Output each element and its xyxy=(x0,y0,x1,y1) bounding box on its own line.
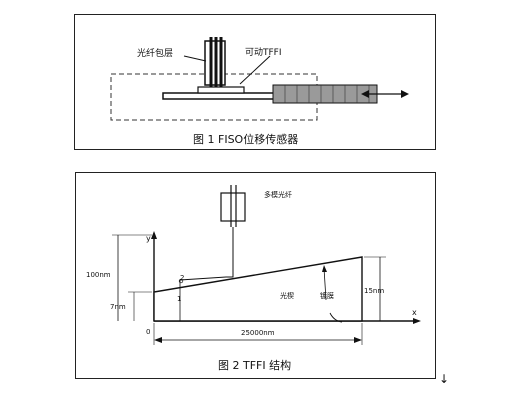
angle-arc xyxy=(329,312,343,323)
tffi-leader xyxy=(239,55,271,85)
dim-right-label: 15nm xyxy=(364,287,384,295)
figure-1-panel: 光纤包层 可动TFFI 图 1 FISO位移传感器 xyxy=(74,14,436,150)
figure-2-caption: 图 2 TFFI 结构 xyxy=(218,359,292,372)
marker-2-label: 2 xyxy=(180,274,184,282)
film-leader xyxy=(323,267,327,301)
label-multimode-fiber: 多模光纤 xyxy=(264,190,292,199)
dim-length-arrow-right xyxy=(354,337,362,343)
fiber-connector xyxy=(220,192,246,222)
arrowhead-right xyxy=(401,90,409,98)
label-film: 镀膜 xyxy=(320,291,334,300)
figure-1-caption: 图 1 FISO位移传感器 xyxy=(193,133,299,146)
marker-2-point xyxy=(178,278,184,284)
dim-length-arrow-left xyxy=(154,337,162,343)
figure-2-panel: 多模光纤 y x 0 2 1 光楔 镀膜 100nm 7nm 15nm xyxy=(75,172,436,379)
optical-wedge xyxy=(153,256,363,322)
paragraph-mark: ↓ xyxy=(439,372,450,386)
dim-left-label: 7nm xyxy=(110,303,126,311)
cladding-leader xyxy=(183,55,207,62)
film-leader-arrowhead xyxy=(322,265,327,272)
label-cladding: 光纤包层 xyxy=(137,47,173,59)
dim-height-label: 100nm xyxy=(86,271,111,279)
marker-1-label: 1 xyxy=(177,295,181,303)
tffi-wedge xyxy=(197,86,245,94)
x-axis-arrowhead xyxy=(413,318,421,324)
y-axis-label: y xyxy=(146,234,151,243)
x-axis-label: x xyxy=(412,308,417,317)
arrowhead-left xyxy=(361,90,369,98)
dim-length-label: 25000nm xyxy=(241,329,275,337)
label-wedge: 光楔 xyxy=(280,291,294,300)
y-axis-arrowhead xyxy=(151,231,157,239)
label-tffi: 可动TFFI xyxy=(245,47,282,58)
reflection-path xyxy=(179,266,234,281)
fiso-sensor-diagram: 光纤包层 可动TFFI xyxy=(110,37,409,121)
tffi-structure-diagram: 多模光纤 y x 0 2 1 光楔 镀膜 100nm 7nm 15nm xyxy=(86,185,421,345)
origin-label: 0 xyxy=(146,328,150,336)
